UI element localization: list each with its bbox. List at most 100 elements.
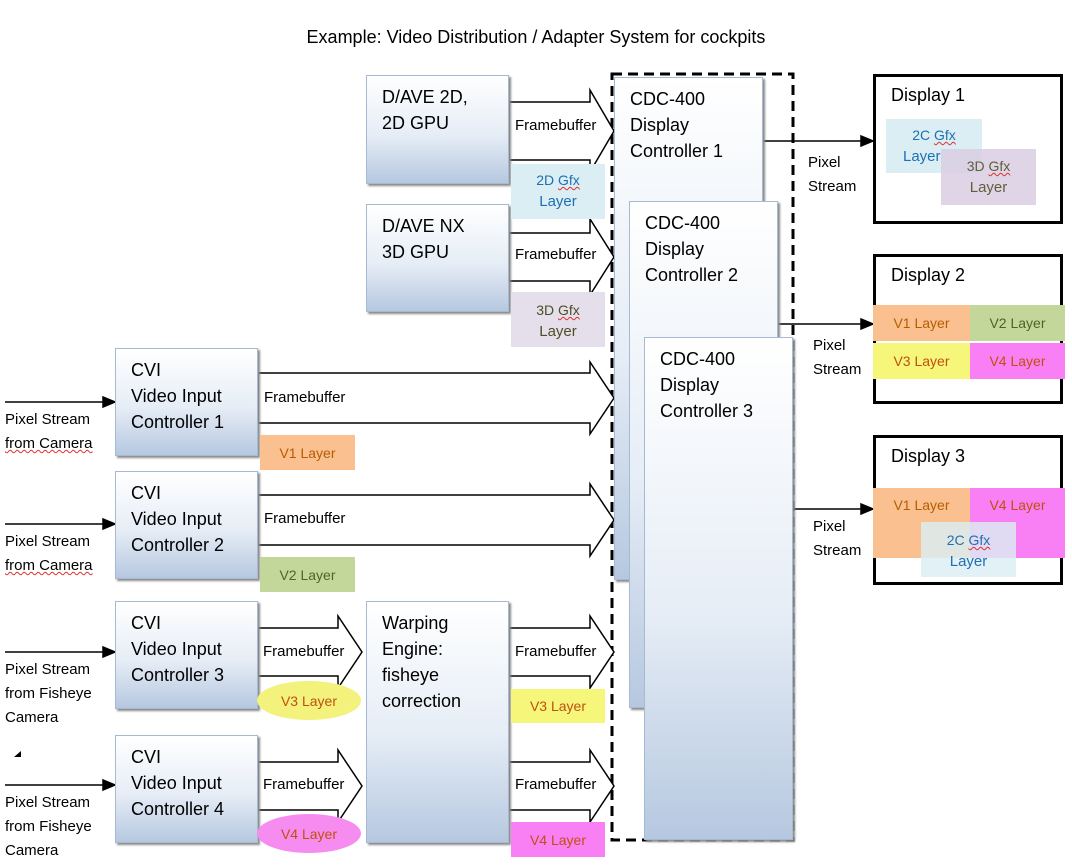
warping-engine-block: Warping Engine: fisheye correction xyxy=(366,601,509,843)
cdc-1-line3: Controller 1 xyxy=(630,141,724,161)
gpu-2d-line1: D/AVE 2D, xyxy=(382,87,468,107)
display-2-v3-layer: V3 Layer xyxy=(873,343,970,379)
cvi-controller-4: CVI Video Input Controller 4 xyxy=(115,735,258,843)
cdc-3-line3: Controller 3 xyxy=(660,401,754,421)
v1-layer-box: V1 Layer xyxy=(260,435,355,470)
v3-layer-ellipse: V3 Layer xyxy=(257,681,361,720)
cdc-3-line2: Display xyxy=(660,375,720,395)
cvi-2-line2: Video Input xyxy=(131,509,222,529)
gpu-3d-block: D/AVE NX 3D GPU xyxy=(366,204,509,312)
gpu-3d-line2: 3D GPU xyxy=(382,242,450,262)
gpu-3d-line1: D/AVE NX xyxy=(382,216,465,236)
pixel-stream-label-3: Pixel Stream xyxy=(813,515,861,563)
d1-gfx-3d-prefix: 3D xyxy=(966,158,985,174)
pixel-stream-label-1: Pixel Stream xyxy=(808,151,856,199)
fisheye-source-2: Pixel Stream from Fisheye Camera xyxy=(5,791,92,863)
camera-source-1-line2: from Camera xyxy=(5,435,93,452)
gfx-2d-prefix: 2D xyxy=(536,172,555,188)
camera-source-2-line2: from Camera xyxy=(5,557,93,574)
cdc-controller-3: CDC-400 Display Controller 3 xyxy=(644,337,793,840)
d1-gfx-3d-word: Gfx xyxy=(988,158,1011,174)
gfx-2d-layer-text: Layer xyxy=(539,193,577,210)
warp-line1: Warping xyxy=(382,613,449,633)
pixel-stream-3-line2: Stream xyxy=(813,542,862,559)
framebuffer-label-cvi-3: Framebuffer xyxy=(263,643,345,660)
d1-gfx-2c-prefix: 2C xyxy=(912,127,931,143)
fisheye-source-2-line1: Pixel Stream xyxy=(5,794,91,811)
warp-line2: Engine: xyxy=(382,639,444,659)
framebuffer-label-3d: Framebuffer xyxy=(515,246,597,263)
d3-gfx-2c-layer-text: Layer xyxy=(949,553,988,570)
cvi-1-line3: Controller 1 xyxy=(131,412,225,432)
cvi-3-line1: CVI xyxy=(131,613,162,633)
framebuffer-arrow-cvi-1 xyxy=(257,359,615,437)
stray-triangle-icon xyxy=(14,751,21,757)
camera-source-2: Pixel Stream from Camera xyxy=(5,530,93,578)
display-1-gfx-3d-layer: 3D Gfx Layer xyxy=(941,149,1036,205)
warp-line4: correction xyxy=(382,691,462,711)
diagram-title: Example: Video Distribution / Adapter Sy… xyxy=(306,27,766,47)
display-2-v1-layer: V1 Layer xyxy=(873,305,970,341)
v4-layer-ellipse: V4 Layer xyxy=(257,814,361,853)
d3-gfx-2c-prefix: 2C xyxy=(946,532,965,548)
cdc-2-line1: CDC-400 xyxy=(645,213,721,233)
cvi-1-line1: CVI xyxy=(131,360,162,380)
display-2-v2-layer: V2 Layer xyxy=(970,305,1065,341)
gfx-3d-prefix: 3D xyxy=(536,302,555,318)
framebuffer-arrow-2d-gpu xyxy=(508,87,615,175)
framebuffer-arrow-cvi-2 xyxy=(257,481,615,559)
warp-line3: fisheye xyxy=(382,665,440,685)
pixel-stream-2-line2: Stream xyxy=(813,361,862,378)
display-2-v4-layer: V4 Layer xyxy=(970,343,1065,379)
pixel-stream-1-line2: Stream xyxy=(808,178,857,195)
pixel-stream-3-line1: Pixel xyxy=(813,518,846,535)
camera-source-1: Pixel Stream from Camera xyxy=(5,408,93,456)
d1-gfx-2c-layer-text: Layer xyxy=(903,148,941,165)
gfx-3d-word: Gfx xyxy=(558,302,580,318)
cvi-4-line1: CVI xyxy=(131,747,162,767)
framebuffer-arrow-3d-gpu xyxy=(508,216,615,298)
display-3-gfx-2c-layer: 2C Gfx Layer xyxy=(921,522,1016,577)
display-1-gfx-2c-layer: 2C Gfx Layer xyxy=(886,119,982,173)
cdc-2-line2: Display xyxy=(645,239,705,259)
cdc-1-line2: Display xyxy=(630,115,690,135)
framebuffer-label-2d: Framebuffer xyxy=(515,117,597,134)
fisheye-source-2-line3: Camera xyxy=(5,842,59,859)
camera-source-2-line1: Pixel Stream xyxy=(5,533,91,550)
framebuffer-label-cvi-2: Framebuffer xyxy=(264,510,346,527)
cvi-controller-1: CVI Video Input Controller 1 xyxy=(115,348,258,456)
pixel-stream-1-line1: Pixel xyxy=(808,154,841,171)
v3-layer-box-warp: V3 Layer xyxy=(511,689,605,723)
framebuffer-arrow-cvi-3 xyxy=(257,613,363,691)
cdc-2-line3: Controller 2 xyxy=(645,265,739,285)
gpu-2d-block: D/AVE 2D, 2D GPU xyxy=(366,75,509,184)
d3-gfx-2c-word: Gfx xyxy=(968,532,991,548)
cvi-2-line3: Controller 2 xyxy=(131,535,225,555)
fisheye-source-2-line2: from Fisheye xyxy=(5,818,92,835)
framebuffer-arrow-warp-lower xyxy=(508,747,615,825)
display-3-title: Display 3 xyxy=(891,446,966,466)
cvi-controller-3: CVI Video Input Controller 3 xyxy=(115,601,258,709)
fisheye-source-1-line2: from Fisheye xyxy=(5,685,92,702)
display-2-title: Display 2 xyxy=(891,265,966,285)
cvi-1-line2: Video Input xyxy=(131,386,222,406)
cvi-3-line2: Video Input xyxy=(131,639,222,659)
gfx-3d-layer-text: Layer xyxy=(539,323,577,340)
v2-layer-box: V2 Layer xyxy=(260,557,355,592)
gfx-2d-layer: 2D Gfx Layer xyxy=(511,164,605,219)
cvi-controller-2: CVI Video Input Controller 2 xyxy=(115,471,258,579)
framebuffer-label-cvi-4: Framebuffer xyxy=(263,776,345,793)
fisheye-source-1: Pixel Stream from Fisheye Camera xyxy=(5,658,92,730)
gpu-2d-line2: 2D GPU xyxy=(382,113,450,133)
fisheye-source-1-line1: Pixel Stream xyxy=(5,661,91,678)
framebuffer-arrow-warp-upper xyxy=(508,613,615,691)
d1-gfx-2c-word: Gfx xyxy=(934,127,956,143)
cdc-1-line1: CDC-400 xyxy=(630,89,706,109)
cvi-4-line3: Controller 4 xyxy=(131,799,225,819)
cdc-group-dashed-border xyxy=(610,72,795,842)
gfx-2d-word: Gfx xyxy=(558,172,580,188)
fisheye-source-1-line3: Camera xyxy=(5,709,59,726)
cvi-3-line3: Controller 3 xyxy=(131,665,225,685)
